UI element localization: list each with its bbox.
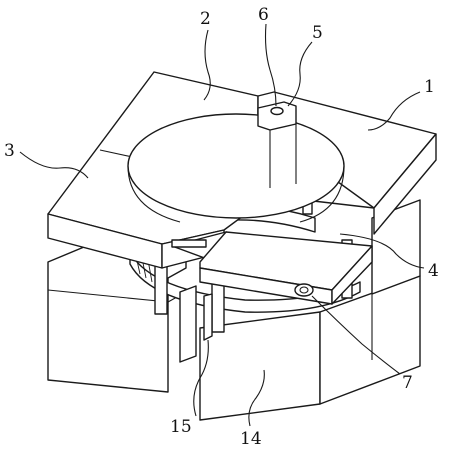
label-1: 1 xyxy=(424,77,435,97)
label-4: 4 xyxy=(428,261,439,281)
label-7: 7 xyxy=(402,373,413,393)
screw-6 xyxy=(270,106,284,116)
connector-block xyxy=(257,101,297,188)
pin-7 xyxy=(294,283,314,297)
leader-6 xyxy=(264,23,277,107)
clamp-plate-15 xyxy=(179,285,213,363)
label-3: 3 xyxy=(4,141,15,161)
label-5: 5 xyxy=(312,23,323,43)
central-opening xyxy=(127,113,345,223)
label-6: 6 xyxy=(258,5,269,25)
leader-15 xyxy=(193,339,209,417)
label-15: 15 xyxy=(170,417,192,437)
top-plate-right xyxy=(257,91,437,235)
leader-4 xyxy=(339,233,425,269)
base-block-right xyxy=(199,199,421,421)
reference-numerals: 1 2 3 4 5 6 7 14 15 xyxy=(4,5,439,449)
leader-2 xyxy=(203,29,211,101)
clamp-arm-4 xyxy=(171,231,373,305)
leader-7 xyxy=(311,295,401,375)
label-14: 14 xyxy=(240,429,262,449)
leader-5 xyxy=(287,41,313,107)
leader-14 xyxy=(248,369,265,427)
leader-lines xyxy=(19,23,425,427)
leader-3 xyxy=(19,151,89,179)
leader-1 xyxy=(367,91,421,131)
label-2: 2 xyxy=(200,9,211,29)
